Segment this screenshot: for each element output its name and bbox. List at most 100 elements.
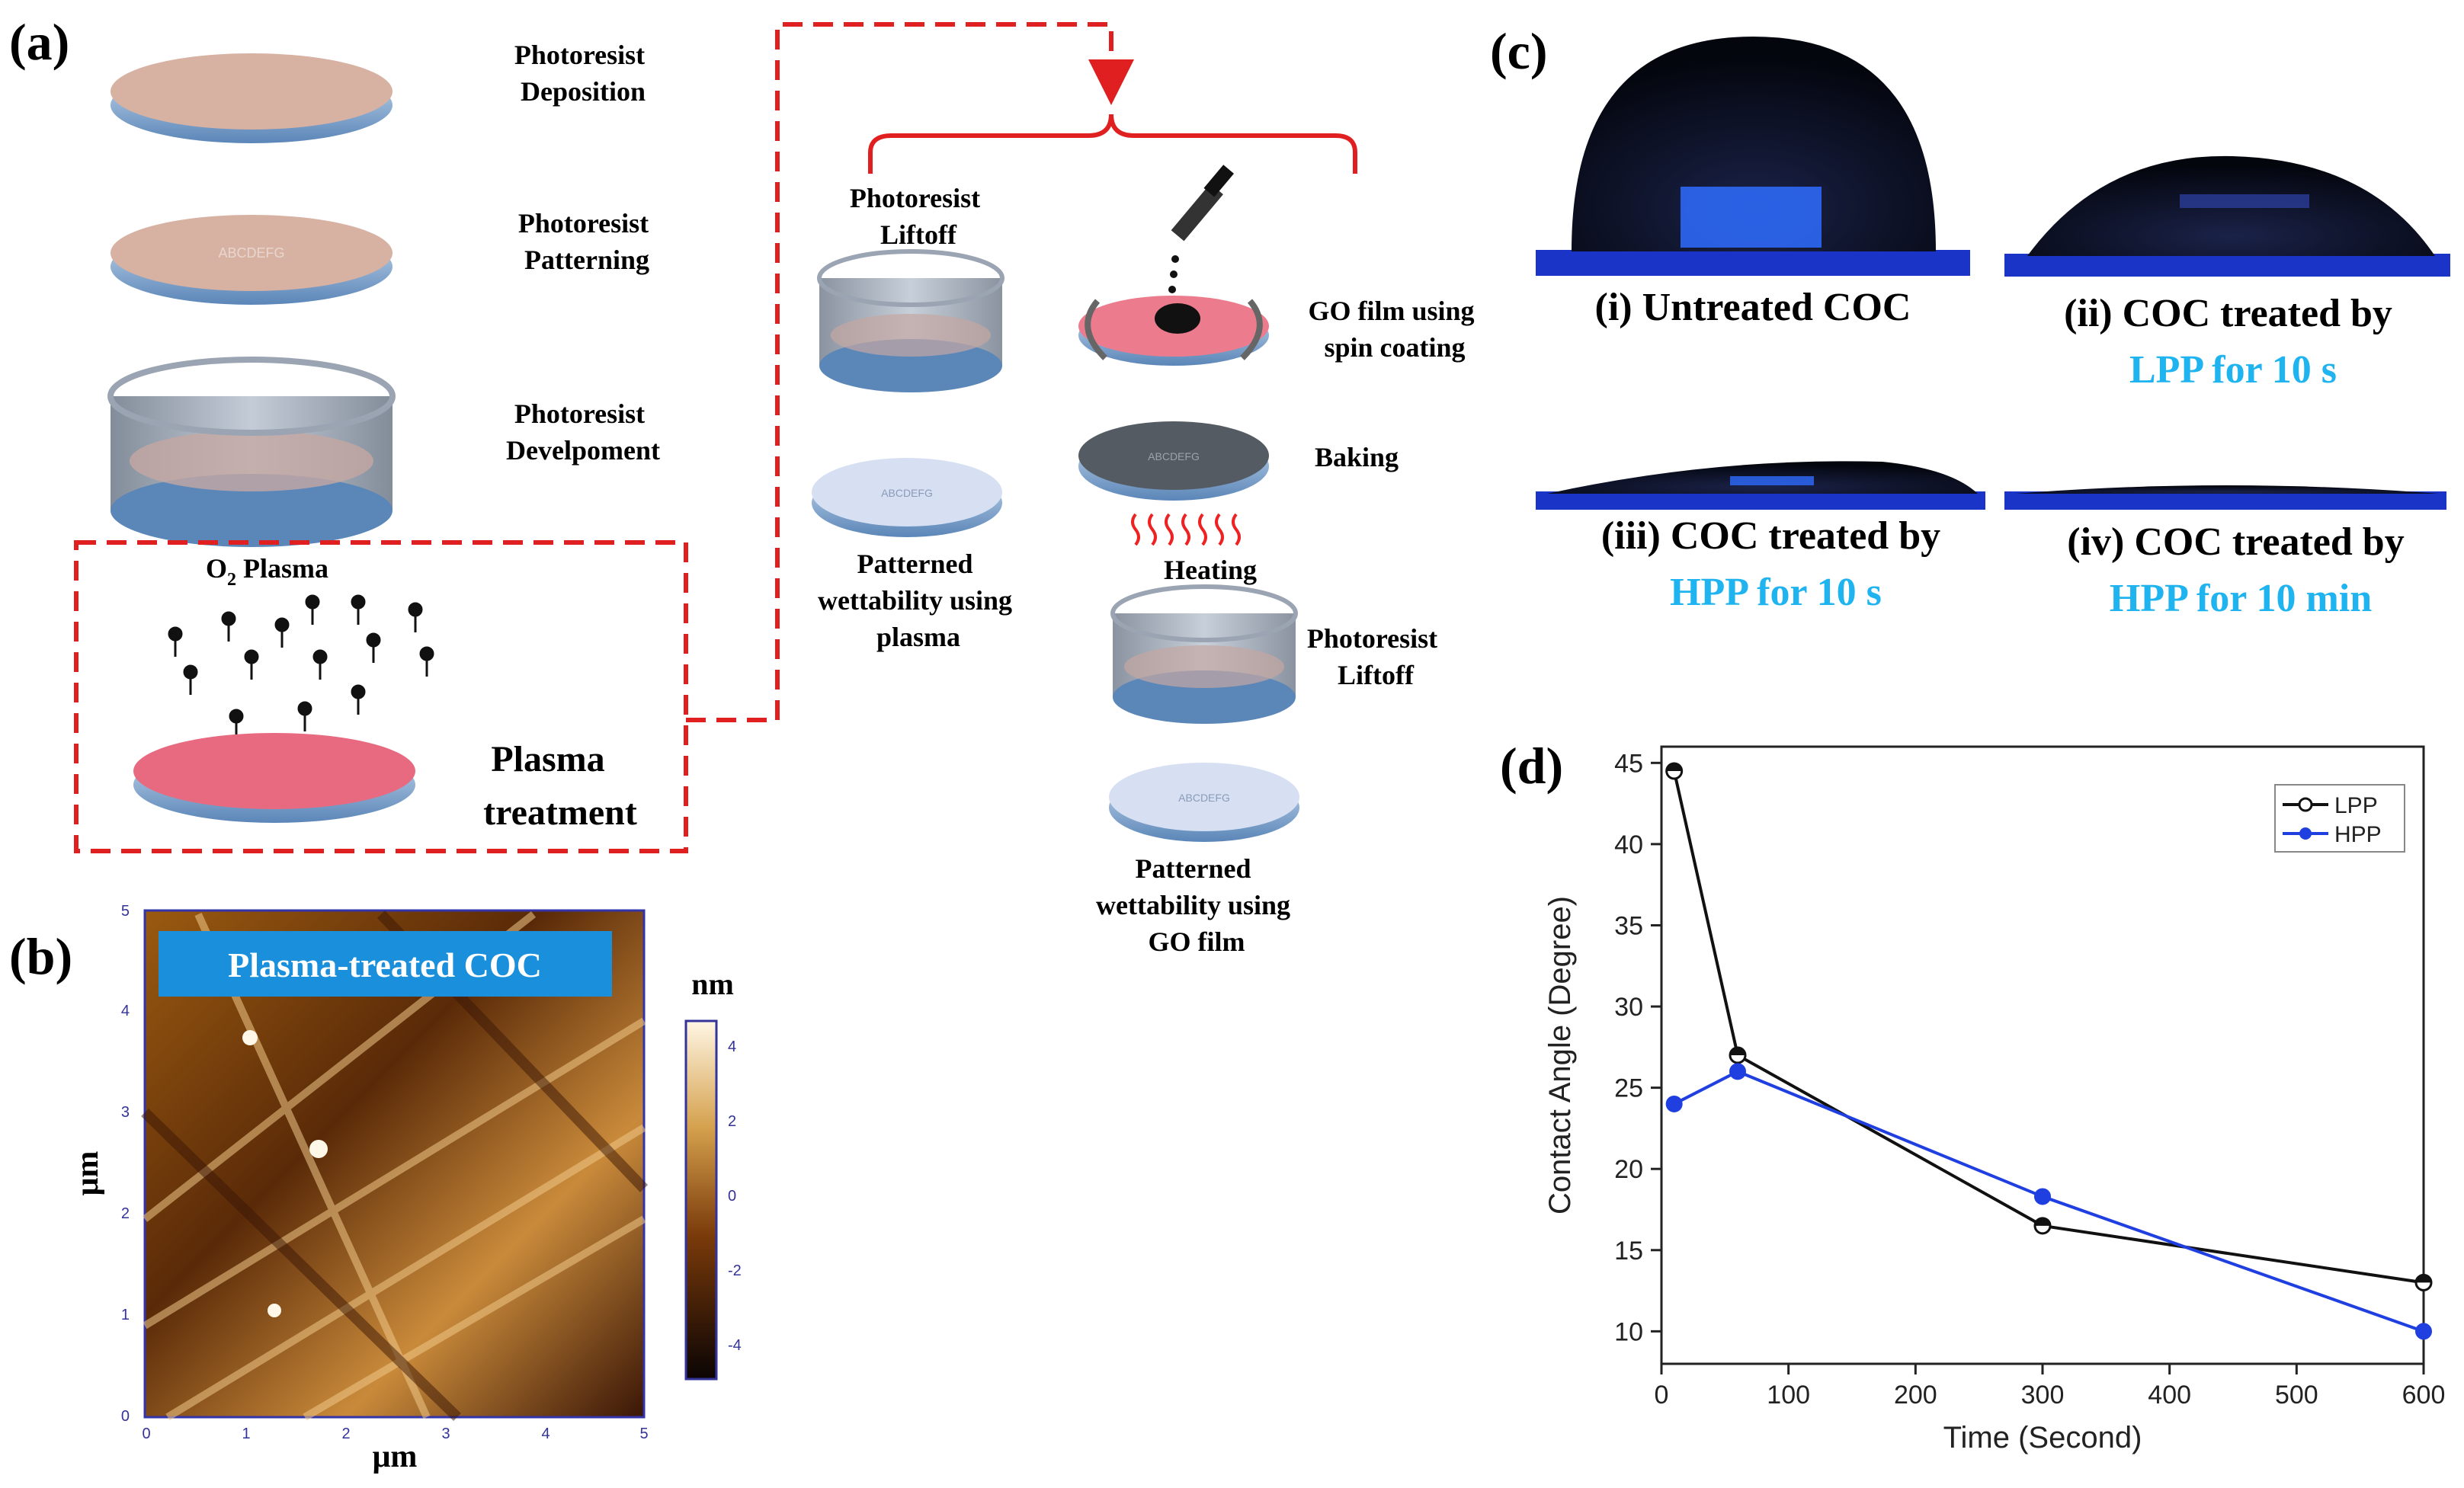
- caption-c2-line1: (ii) COC treated by: [2064, 292, 2392, 335]
- colorbar-ticks: 4 2 0 -2 -4: [728, 1038, 742, 1354]
- caption-c1: (i) Untreated COC: [1595, 286, 1911, 329]
- spin-coating-wafer: [1078, 296, 1269, 366]
- disk-pattern-text: ABCDEFG: [218, 245, 284, 261]
- disk-go-text: ABCDEFG: [1178, 792, 1230, 804]
- bracket: [868, 114, 1357, 174]
- y-tick-label-0: 10: [1614, 1317, 1643, 1346]
- afm-x-tick-2: 2: [341, 1426, 350, 1442]
- plasma-wafer: [133, 733, 415, 823]
- afm-xlabel: μm: [373, 1439, 418, 1474]
- x-tick-label-4: 400: [2148, 1381, 2191, 1410]
- step2-line1: Photoresist: [518, 208, 649, 238]
- disk-plasma-text: ABCDEFG: [881, 487, 933, 499]
- y-tick-label-1: 15: [1614, 1237, 1643, 1266]
- svg-text:Photoresist Liftoff: Photoresist Liftoff: [850, 183, 987, 250]
- x-tick-label-2: 200: [1894, 1381, 1937, 1410]
- series-line-LPP: [1672, 770, 2424, 1285]
- panel-c: (c) (i) Untreated COC (ii) COC treated b…: [1490, 22, 2450, 620]
- afm-y-tick-4: 4: [121, 1003, 130, 1019]
- afm-x-tick-1: 1: [242, 1426, 250, 1442]
- cylinder-liftoff-left: [817, 249, 1005, 392]
- disk-baking: ABCDEFG: [1078, 421, 1269, 501]
- legend-label-LPP: LPP: [2334, 793, 2378, 818]
- point-HPP-3: [2415, 1323, 2432, 1340]
- x-tick-label-6: 600: [2402, 1381, 2446, 1410]
- afm-x-tick-0: 0: [142, 1426, 150, 1442]
- x-axis-label: Time (Second): [1943, 1421, 2142, 1454]
- patterned-plasma-line3: plasma: [876, 622, 960, 652]
- colorbar: [684, 1019, 718, 1381]
- step3-line1: Photoresist: [514, 398, 645, 429]
- plasma-title-sub: 2: [227, 570, 236, 590]
- caption-c2-line2: LPP for 10 s: [2129, 348, 2337, 392]
- dropper-icon: [1168, 165, 1234, 293]
- step1-line2: Deposition: [521, 76, 646, 107]
- go-film-line2: spin coating: [1324, 332, 1465, 363]
- plasma-treatment-box: [74, 540, 688, 853]
- svg-text:GO film using spin coati: GO film using spin coating: [1308, 296, 1481, 363]
- plasma-label-line2: treatment: [483, 792, 637, 833]
- panel-b-label: (b): [9, 927, 72, 985]
- afm-y-tick-0: 0: [121, 1408, 130, 1425]
- series-line-HPP: [1673, 1070, 2424, 1333]
- panel-a-label: (a): [9, 13, 69, 71]
- colorbar-unit: nm: [691, 967, 734, 1001]
- y-tick-label-2: 20: [1614, 1155, 1643, 1184]
- point-half-LPP-1: [1730, 1048, 1745, 1055]
- disk-patterned-plasma: ABCDEFG: [812, 458, 1002, 537]
- connector-dashed: [686, 22, 1134, 722]
- x-tick-label-5: 500: [2275, 1381, 2318, 1410]
- liftoff-left-line1: Photoresist: [850, 183, 980, 213]
- heat-arrows: [1131, 513, 1241, 546]
- afm-badge-text: Plasma-treated COC: [228, 946, 542, 984]
- cylinder-liftoff-right: [1110, 584, 1298, 724]
- patterned-go-line1: Patterned: [1136, 853, 1251, 884]
- plasma-title-rest: Plasma: [236, 553, 328, 584]
- patterned-go-line3: GO film: [1149, 926, 1245, 957]
- y-tick-label-6: 40: [1614, 830, 1643, 859]
- disk-photoresist-deposition: [111, 53, 393, 143]
- step3-line2: Develpoment: [506, 435, 660, 466]
- panel-b: (b) Plasma-treated COC 0 1 2 3: [9, 903, 742, 1474]
- svg-text:Photoresist Patterning: Photoresist Patterning: [518, 208, 655, 275]
- colorbar-tick-m4: -4: [728, 1337, 742, 1354]
- svg-text:Patterned wettability us: Patterned wettability using plasma: [818, 549, 1019, 652]
- point-half-LPP-0: [1666, 763, 1682, 771]
- step2-line2: Patterning: [524, 245, 649, 275]
- y-tick-label-7: 45: [1614, 749, 1643, 778]
- svg-text:Plasma treatment: Plasma treatment: [483, 739, 637, 833]
- droplet-hpp-10min: [2004, 485, 2446, 510]
- liftoff-left-line2: Liftoff: [880, 219, 957, 250]
- disk-photoresist-patterning: ABCDEFG: [111, 215, 393, 305]
- colorbar-tick-0: 0: [728, 1188, 736, 1205]
- legend-marker-LPP: [2298, 797, 2313, 812]
- svg-text:Photoresist Deposition: Photoresist Deposition: [514, 40, 652, 107]
- liftoff-right-line2: Liftoff: [1338, 660, 1415, 690]
- x-tick-label-1: 100: [1767, 1381, 1810, 1410]
- legend-box: [2274, 784, 2405, 853]
- plasma-title-o: O: [206, 553, 227, 584]
- legend-label-HPP: HPP: [2334, 822, 2382, 847]
- y-tick-label-3: 25: [1614, 1074, 1643, 1103]
- plasma-label-line1: Plasma: [491, 739, 604, 779]
- colorbar-tick-2: 2: [728, 1113, 736, 1130]
- svg-text:Patterned wettability us: Patterned wettability using GO film: [1096, 853, 1297, 957]
- caption-c4-line1: (iv) COC treated by: [2067, 520, 2404, 564]
- afm-x-tick-4: 4: [541, 1426, 550, 1442]
- point-HPP-0: [1665, 1095, 1683, 1112]
- afm-ylabel: μm: [70, 1151, 105, 1196]
- afm-axes: 0 1 2 3 4 5 0 1 2 3 4 5: [121, 903, 649, 1442]
- afm-x-tick-5: 5: [639, 1426, 648, 1442]
- panel-d-label: (d): [1500, 737, 1563, 795]
- svg-text:Photoresist Develpoment: Photoresist Develpoment: [506, 398, 660, 466]
- patterned-plasma-line1: Patterned: [857, 549, 973, 579]
- x-tick-label-3: 300: [2021, 1381, 2065, 1410]
- svg-text:(ii) COC treated by LPP: (ii) COC treated by LPP for 10 s: [2064, 292, 2402, 392]
- legend-marker-HPP: [2299, 827, 2312, 840]
- y-tick-label-5: 35: [1614, 911, 1643, 940]
- disk-baking-text: ABCDEFG: [1148, 450, 1200, 462]
- droplet-lpp-10s: [2004, 155, 2450, 277]
